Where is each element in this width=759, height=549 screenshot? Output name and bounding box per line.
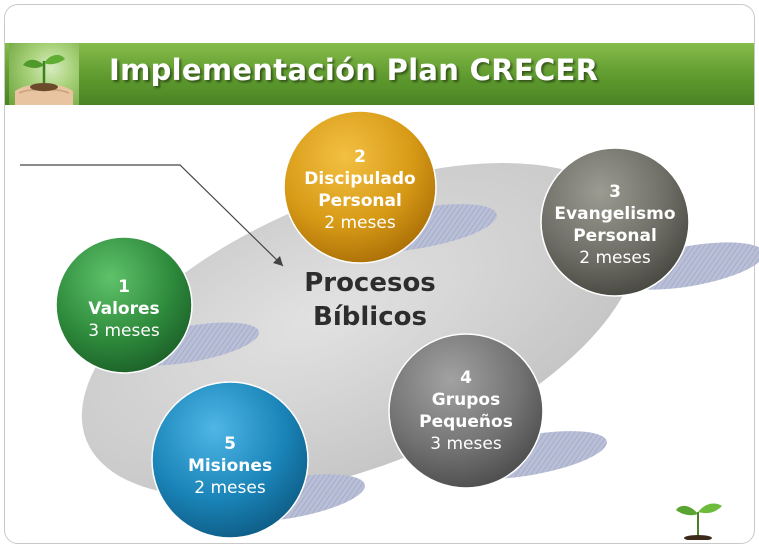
step-title-line: Personal: [573, 226, 657, 246]
step-title-line: Discipulado: [304, 169, 416, 189]
step-number: 1: [118, 277, 130, 297]
step-1-label: 1 Valores 3 meses: [64, 276, 184, 342]
step-duration: 3 meses: [430, 434, 502, 454]
center-label-line: Procesos: [304, 268, 436, 298]
step-2-circle: [283, 110, 437, 264]
center-label-line: Bíblicos: [313, 302, 427, 332]
step-title-line: Grupos: [431, 390, 501, 410]
step-number: 5: [224, 434, 236, 454]
step-duration: 2 meses: [324, 213, 396, 233]
step-5-circle: [151, 381, 309, 539]
center-label: Procesos Bíblicos: [270, 266, 470, 334]
step-number: 3: [609, 182, 621, 202]
step-title-line: Personal: [318, 191, 402, 211]
step-title-line: Evangelismo: [554, 204, 676, 224]
step-5-label: 5 Misiones 2 meses: [170, 433, 290, 499]
slide-title: Implementación Plan CRECER: [109, 53, 599, 87]
step-1-circle: [55, 236, 193, 374]
step-3-circle: [540, 147, 690, 297]
step-duration: 3 meses: [88, 321, 160, 341]
step-4-circle: [388, 333, 544, 489]
step-duration: 2 meses: [579, 248, 651, 268]
step-title-line: Pequeños: [419, 412, 513, 432]
step-3-label: 3 Evangelismo Personal 2 meses: [540, 181, 690, 269]
step-title-line: Misiones: [187, 456, 273, 476]
step-4-label: 4 Grupos Pequeños 3 meses: [396, 367, 536, 455]
pointer-arrow: [20, 164, 284, 267]
title-bar: [5, 43, 754, 105]
sprout-icon: [668, 492, 728, 541]
step-duration: 2 meses: [194, 478, 266, 498]
step-title-line: Valores: [88, 299, 160, 319]
step-2-label: 2 Discipulado Personal 2 meses: [290, 146, 430, 234]
hands-plant-icon: [9, 43, 79, 105]
step-number: 2: [354, 147, 366, 167]
step-number: 4: [460, 368, 472, 388]
